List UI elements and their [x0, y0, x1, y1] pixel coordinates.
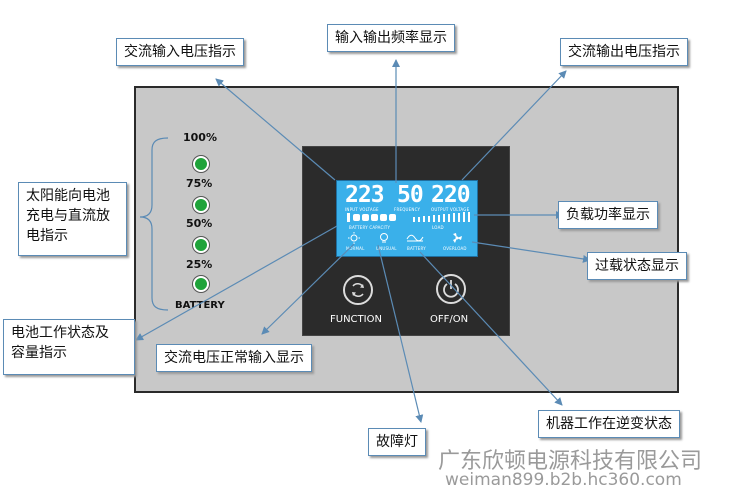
label-overload: 过载状态显示 — [587, 252, 687, 280]
lcd-output-voltage: 220 — [431, 182, 471, 208]
connector-fault — [377, 244, 424, 423]
load-bar — [418, 217, 420, 222]
lcd-overload-label: OVERLOAD — [443, 246, 467, 251]
battery-cap-cell — [347, 213, 350, 222]
lcd-normal-label: NORMAL — [346, 246, 365, 251]
power-icon — [443, 280, 459, 298]
lcd-load-label: LOAD — [432, 225, 444, 230]
solar-charge-line2: 充电与直流放 — [26, 208, 110, 224]
battery-status-line2: 容量指示 — [11, 345, 67, 361]
battery-caption: BATTERY — [175, 300, 225, 311]
battery-cap-cell — [389, 214, 396, 221]
sun-icon — [348, 232, 360, 244]
label-ac-output-voltage: 交流输出电压指示 — [560, 38, 688, 66]
battery-level-100: 100% — [183, 131, 217, 144]
lcd-frequency: 50 — [397, 182, 424, 208]
battery-cap-cell — [353, 214, 360, 221]
label-fault-light: 故障灯 — [368, 428, 426, 456]
load-bar — [433, 215, 435, 222]
battery-cap-cell — [371, 214, 378, 221]
battery-led-100 — [193, 156, 209, 172]
lcd-input-voltage: 223 — [345, 182, 385, 208]
label-solar-charge: 太阳能向电池 充电与直流放 电指示 — [18, 182, 127, 256]
power-button-label: OFF/ON — [430, 314, 469, 325]
connector-battery-status — [135, 225, 338, 341]
lcd-unusual-label: UNUSUAL — [376, 246, 397, 251]
watermark-site: weiman899.b2b.hc360.com — [445, 470, 682, 490]
load-bar — [453, 213, 455, 222]
battery-level-50: 50% — [186, 217, 213, 230]
load-bar — [458, 213, 460, 222]
battery-led-75 — [193, 197, 209, 213]
battery-level-25: 25% — [186, 258, 213, 271]
battery-level-75: 75% — [186, 177, 213, 190]
label-ac-normal-input: 交流电压正常输入显示 — [156, 344, 312, 372]
connector-ac-input — [215, 78, 336, 181]
connector-overload — [471, 241, 591, 263]
battery-cap-cell — [380, 214, 387, 221]
solar-charge-line3: 电指示 — [26, 228, 68, 244]
connector-ac-normal — [261, 243, 355, 335]
load-bar — [463, 212, 465, 222]
label-inverter-state: 机器工作在逆变状态 — [538, 410, 680, 438]
lcd-bars — [347, 212, 470, 222]
function-button[interactable] — [343, 275, 373, 305]
lcd-battery-capacity-label: BATTERY CAPACITY — [349, 225, 391, 230]
battery-led-50 — [193, 237, 209, 253]
bulb-icon — [380, 233, 388, 243]
load-bar — [428, 216, 430, 222]
label-io-frequency: 输入输出频率显示 — [327, 24, 455, 52]
label-load-power: 负载功率显示 — [558, 201, 658, 229]
connector-inverter — [419, 251, 563, 406]
refresh-icon — [352, 283, 364, 297]
battery-led-25 — [193, 276, 209, 292]
lcd-input-voltage-label: INPUT VOLTAGE — [345, 207, 379, 212]
lcd-status-icons — [348, 232, 462, 244]
power-button[interactable] — [436, 274, 466, 304]
lcd-display: 223 50 220 INPUT VOLTAGE FREQUENCY OUTPU… — [336, 180, 478, 257]
sine-wave-icon — [406, 234, 424, 242]
watermark-company: 广东欣顿电源科技有限公司 — [438, 449, 703, 474]
battery-cap-cell — [362, 214, 369, 221]
load-bar — [413, 217, 415, 222]
load-bar — [468, 212, 470, 222]
lcd-frequency-label: FREQUENCY — [394, 207, 421, 212]
label-ac-input-voltage: 交流输入电压指示 — [116, 38, 244, 66]
battery-status-line1: 电池工作状态及 — [11, 325, 109, 341]
label-battery-status: 电池工作状态及 容量指示 — [3, 319, 135, 375]
solar-charge-line1: 太阳能向电池 — [26, 188, 110, 204]
load-bar — [443, 214, 445, 222]
battery-bracket — [139, 137, 169, 311]
lcd-output-voltage-label: OUTPUT VOLTAGE — [431, 207, 470, 212]
lcd-battery-label: BATTERY — [407, 246, 426, 251]
load-bar — [423, 216, 425, 222]
load-bar — [448, 214, 450, 222]
function-button-label: FUNCTION — [330, 314, 382, 325]
connector-ac-output — [461, 70, 567, 181]
fan-icon — [453, 233, 462, 243]
load-bar — [438, 215, 440, 222]
